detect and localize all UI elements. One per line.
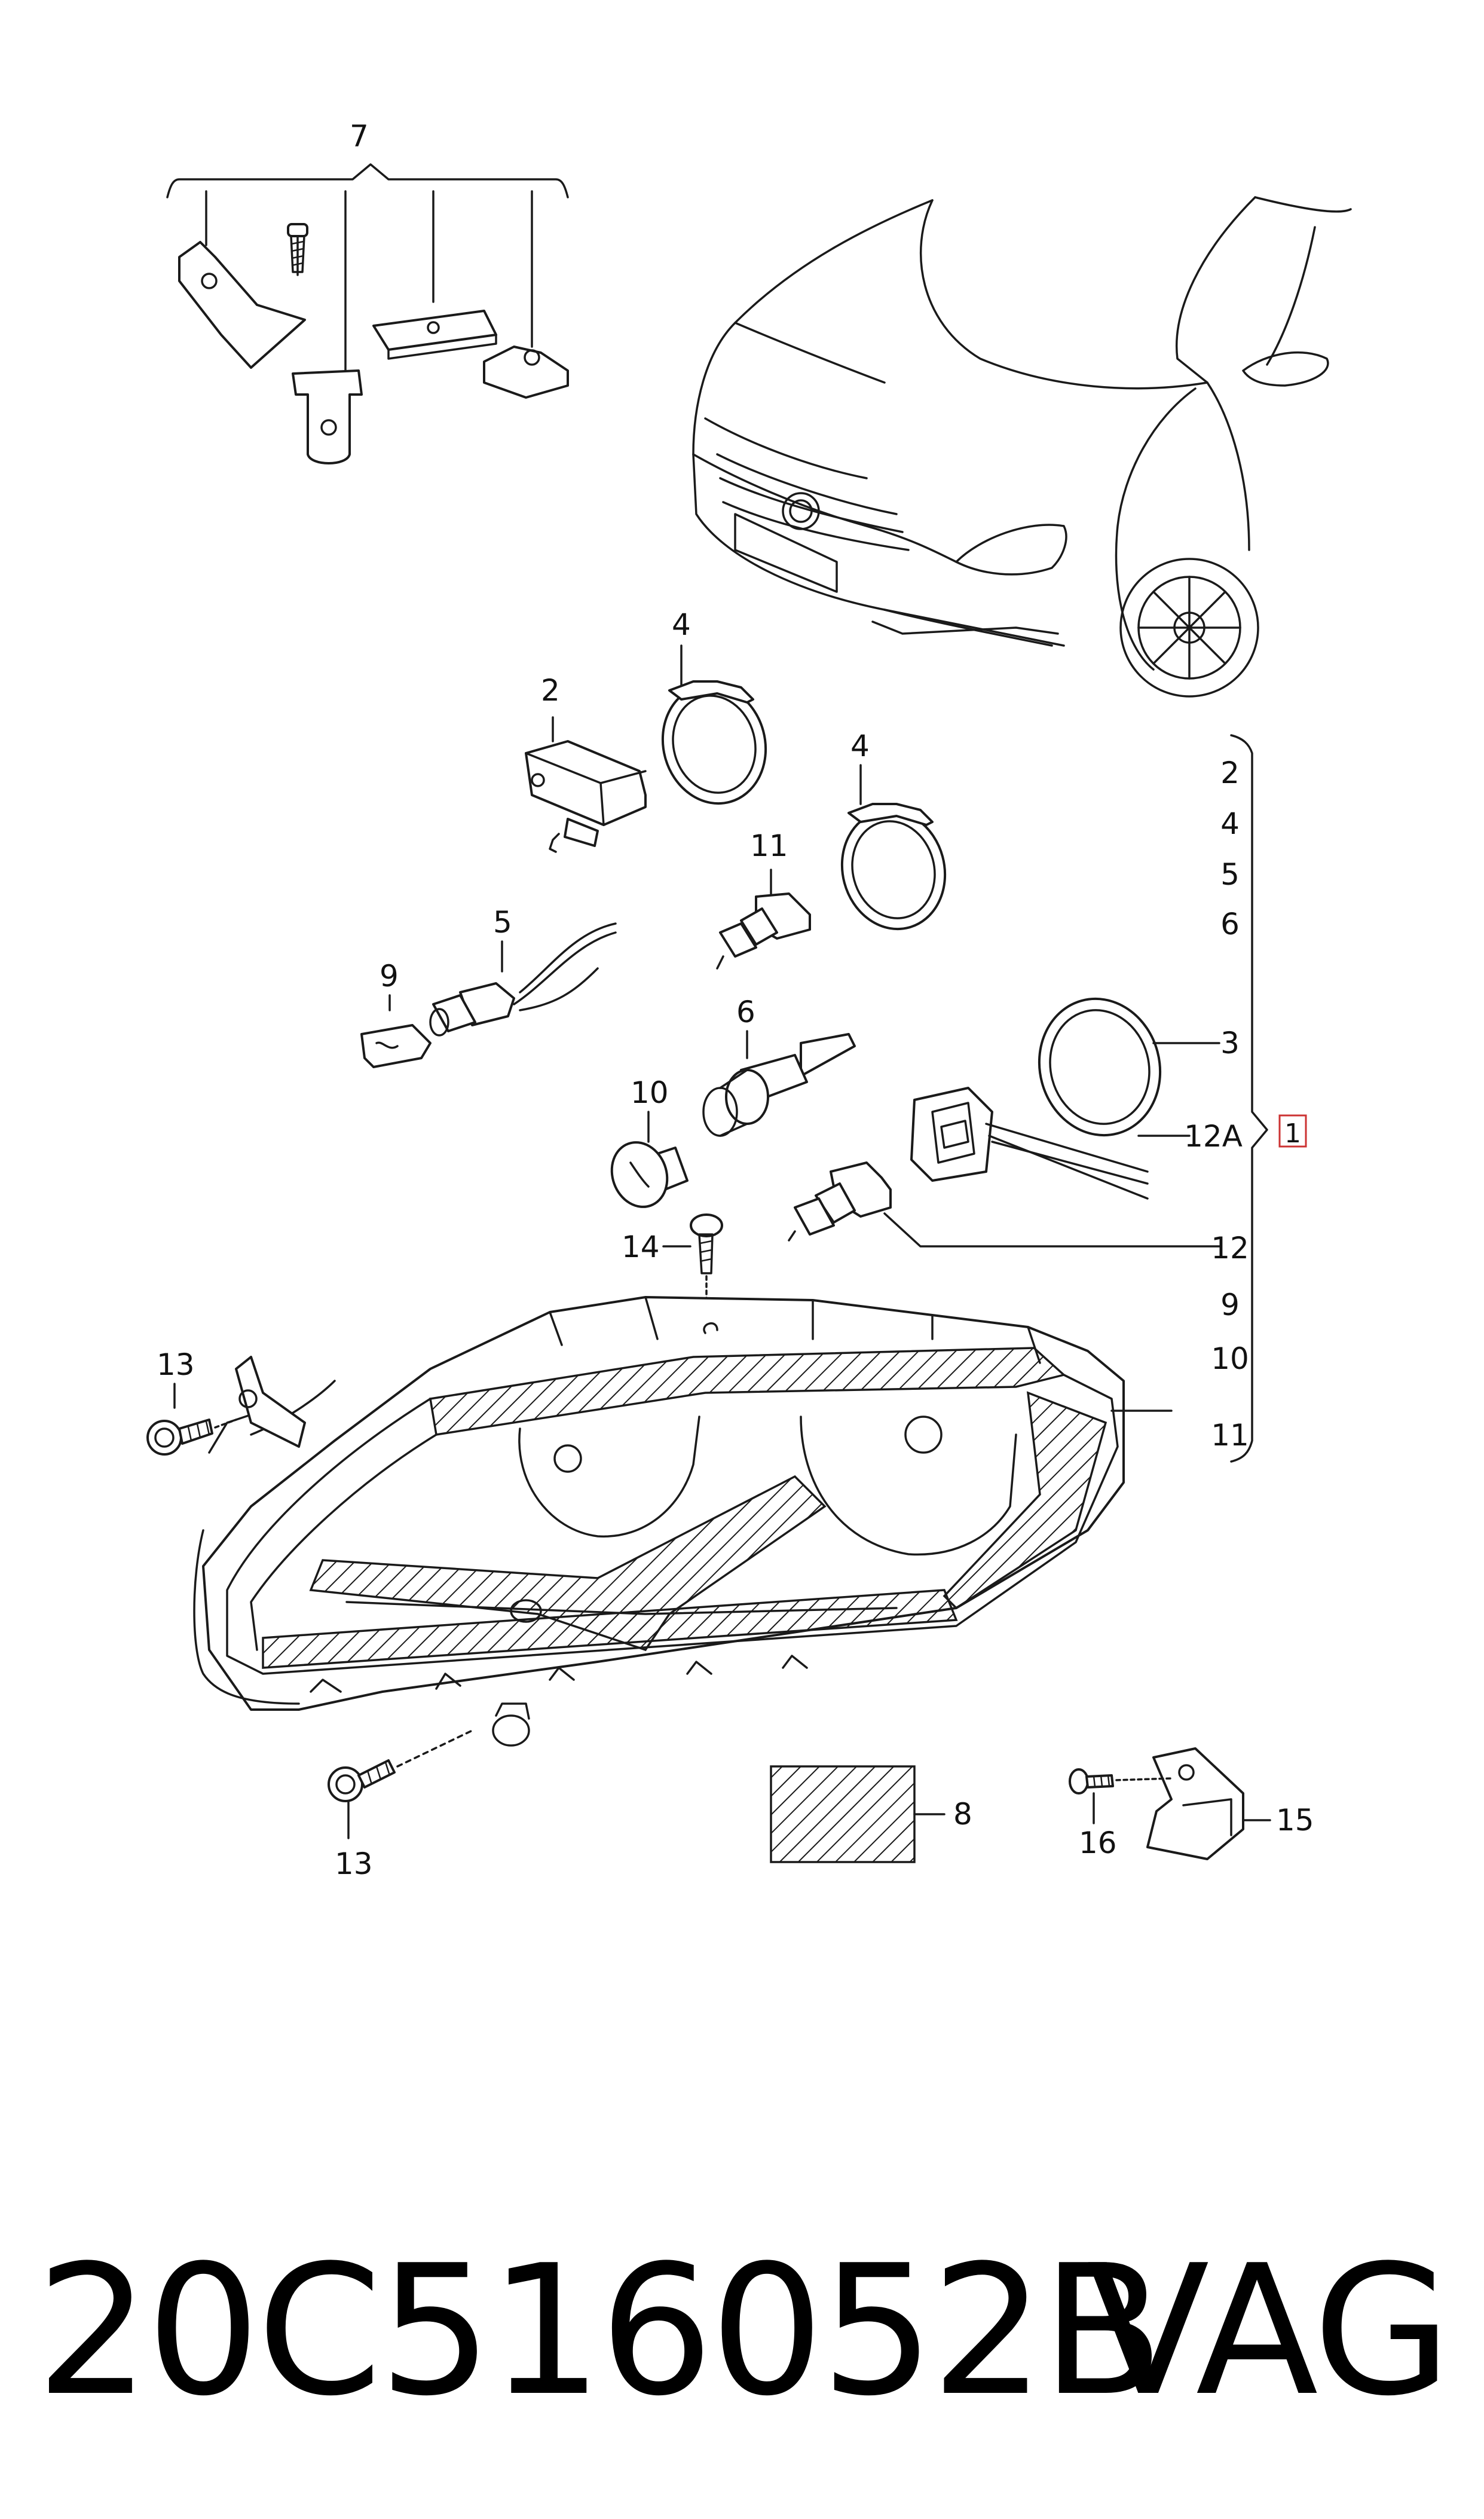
- callout-2: 2: [541, 673, 560, 708]
- callout-15: 15: [1276, 1803, 1314, 1838]
- part-number: 20C516052B: [36, 2227, 1164, 2435]
- bracket-15: [1146, 1747, 1271, 1860]
- callout-7: 7: [350, 119, 369, 154]
- bracket-set-7: [166, 163, 569, 464]
- assembly-ref-box: [1278, 1114, 1307, 1148]
- callout-4-upper: 4: [672, 607, 691, 642]
- callout-13-upper: 13: [157, 1347, 195, 1382]
- list-bracket: [1230, 734, 1268, 1463]
- brand-name: VAG: [1087, 2227, 1452, 2435]
- callout-14: 14: [622, 1230, 660, 1264]
- bulb-12: [788, 1161, 1220, 1248]
- retaining-ring-3: [1038, 997, 1220, 1137]
- label-patch-8: [770, 1765, 946, 1863]
- list-item: 5: [1220, 857, 1240, 892]
- bulb-10: [610, 1111, 689, 1208]
- adjuster-motor-2: [525, 716, 647, 853]
- callout-4-lower: 4: [850, 729, 870, 763]
- connector-12A: [910, 1087, 1191, 1200]
- callout-11: 11: [750, 829, 788, 863]
- bulb-11-upper: [716, 869, 811, 970]
- wiring-harness-5: [429, 922, 617, 1037]
- screw-7-icon: [287, 223, 308, 273]
- screw-16: [1069, 1768, 1173, 1824]
- list-item: 10: [1211, 1341, 1249, 1376]
- bulb-9: [360, 994, 432, 1068]
- callout-6: 6: [736, 995, 755, 1029]
- list-item: 12A: [1184, 1119, 1243, 1154]
- screw-13-upper: [146, 1383, 237, 1456]
- callout-16: 16: [1079, 1826, 1117, 1860]
- footer: 20C516052B VAG: [0, 2212, 1484, 2463]
- vehicle-front-illustration: [692, 196, 1352, 698]
- bulb-holder-6: [702, 1030, 856, 1137]
- callout-8: 8: [953, 1797, 972, 1832]
- list-item: 4: [1220, 806, 1240, 841]
- callout-9: 9: [380, 959, 399, 993]
- assembly-ref-label: 1: [1284, 1118, 1301, 1149]
- list-item: 2: [1220, 756, 1240, 790]
- screw-13-lower: [328, 1729, 473, 1839]
- list-item: 6: [1220, 907, 1240, 941]
- callout-13-lower: 13: [335, 1847, 373, 1881]
- callout-10: 10: [631, 1075, 669, 1110]
- dust-cap-4-lower: [840, 764, 947, 931]
- callout-5: 5: [493, 905, 512, 940]
- list-item: 12: [1211, 1231, 1249, 1265]
- dust-cap-4-upper: [661, 644, 767, 805]
- list-item: 9: [1220, 1288, 1240, 1322]
- headlight-assembly-1: [193, 1296, 1173, 1747]
- list-item: 3: [1220, 1026, 1240, 1060]
- list-item: 11: [1211, 1418, 1249, 1453]
